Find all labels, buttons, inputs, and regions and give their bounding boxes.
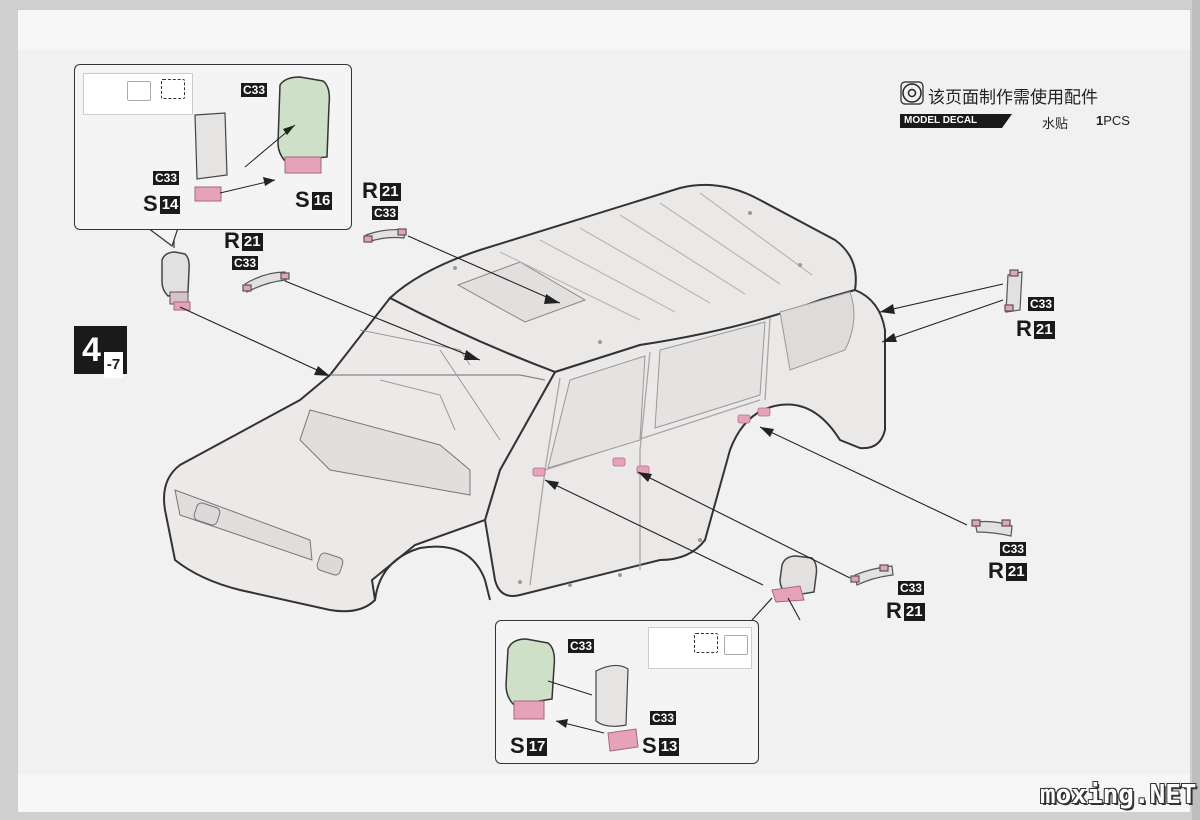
c33-left-handle: C33: [232, 256, 259, 270]
c33-roof-front: C33: [372, 206, 399, 220]
parts-required-title: 该页面制作需使用配件: [928, 88, 1098, 107]
c33-tag-mirror-b: C33: [568, 639, 595, 653]
decal-strip-selected: [161, 79, 185, 99]
decal-strip-b: [724, 635, 748, 655]
c33-tag-base: C33: [153, 171, 180, 185]
decal-strip-a: [127, 81, 151, 101]
c33-rear-upper: C33: [1028, 297, 1055, 311]
step-number: 4-7: [74, 326, 128, 378]
decal-name: 水贴: [1042, 116, 1069, 131]
watermark: moxing.NET: [1040, 780, 1197, 810]
decal-strip-selected-b: [694, 633, 718, 653]
decal-quantity: 1PCS: [1096, 113, 1130, 128]
c33-front-door: C33: [898, 581, 925, 595]
inset-bottom-parts: [505, 638, 639, 752]
c33-tag-base-b: C33: [650, 711, 677, 725]
c33-tag-mirror: C33: [241, 83, 268, 97]
page-crease: [1192, 0, 1200, 820]
inset-top-parts: [194, 76, 331, 202]
model-decal-label: MODEL DECAL: [900, 114, 1012, 128]
c33-rear-door: C33: [1000, 542, 1027, 556]
